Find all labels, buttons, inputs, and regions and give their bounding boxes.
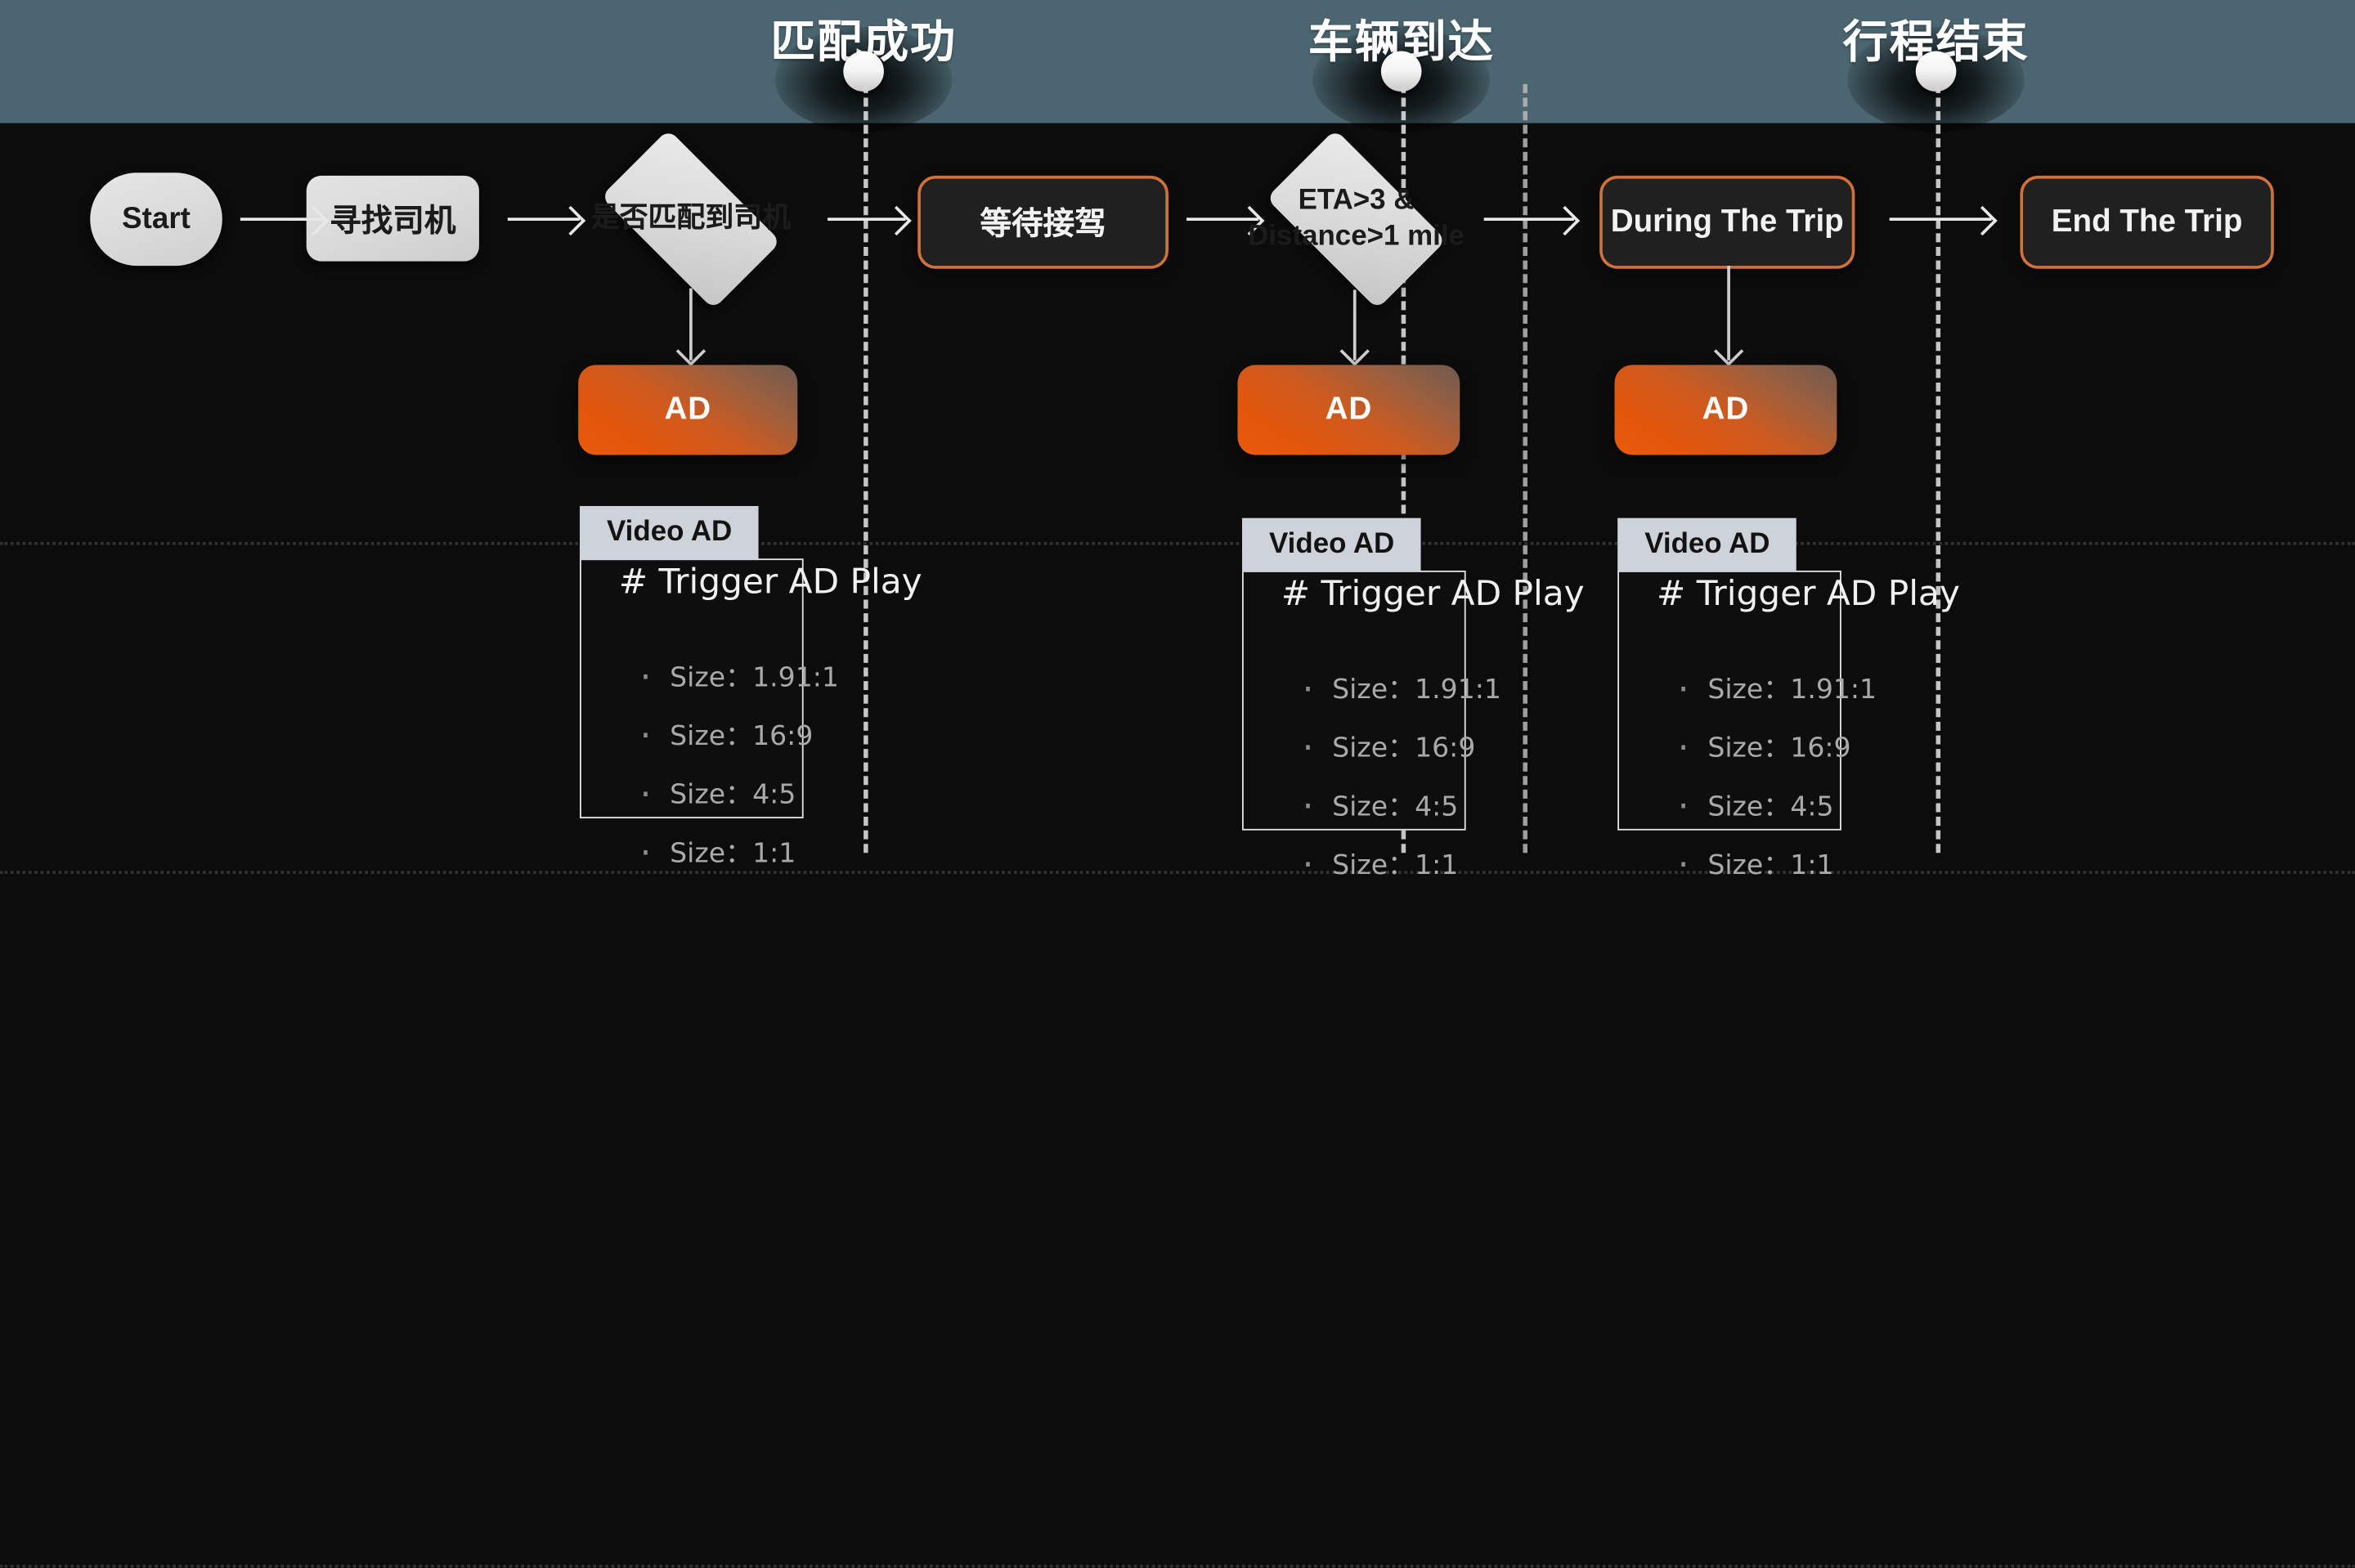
flow-node-find-driver[interactable]: 寻找司机 <box>306 175 479 262</box>
list-item: Size：1.91:1 <box>1675 671 1877 707</box>
flow-node-eta-check-label: ETA>3 & Distance>1 mile <box>1248 183 1465 256</box>
list-item: Size：4:5 <box>637 777 839 813</box>
arrow-find-driver-to-match <box>507 217 580 221</box>
list-item: Size：4:5 <box>1675 788 1877 824</box>
ad-slot-1-label: AD <box>664 392 712 427</box>
section-divider-bottom <box>0 1564 2355 1568</box>
video-ad-card-1[interactable]: Video AD # Trigger AD Play Size：1.91:1 S… <box>579 505 922 871</box>
list-item: Size：16:9 <box>1675 730 1877 766</box>
swimlane-divider-3 <box>1936 83 1941 853</box>
video-ad-card-2-size-list: Size：1.91:1 Size：16:9 Size：4:5 Size：1:1 <box>1299 671 1501 912</box>
list-item: Size：16:9 <box>1299 730 1501 766</box>
arrow-during-to-ad-3 <box>1727 266 1730 361</box>
flow-node-match-driver-label: 是否匹配到司机 <box>590 202 792 235</box>
flow-node-eta-check[interactable]: ETA>3 & Distance>1 mile <box>1245 128 1468 310</box>
arrow-match-to-ad-1 <box>689 288 693 361</box>
swimlane-divider-1 <box>864 83 868 853</box>
video-ad-card-1-title: # Trigger AD Play <box>618 562 922 603</box>
list-item: Size：1:1 <box>1675 847 1877 883</box>
arrow-wait-to-eta <box>1186 217 1259 221</box>
flow-node-find-driver-label: 寻找司机 <box>330 203 456 239</box>
swimlane-divider-2 <box>1401 83 1406 853</box>
video-ad-card-2-tab[interactable]: Video AD <box>1241 517 1422 572</box>
arrow-start-to-find-driver <box>240 217 323 221</box>
flow-node-during-trip-label: During The Trip <box>1610 204 1844 240</box>
flow-node-during-trip[interactable]: During The Trip <box>1599 175 1855 269</box>
arrow-match-to-wait <box>828 217 906 221</box>
video-ad-card-3[interactable]: Video AD # Trigger AD Play Size：1.91:1 S… <box>1617 517 1960 883</box>
list-item: Size：1:1 <box>637 835 839 871</box>
arrow-eta-to-ad-2 <box>1352 289 1357 361</box>
list-item: Size：16:9 <box>637 718 839 754</box>
section-divider-middle <box>0 871 2355 874</box>
ad-slot-3-label: AD <box>1702 392 1750 427</box>
flow-node-wait-pickup[interactable]: 等待接驾 <box>917 175 1169 269</box>
list-item: Size：1:1 <box>1299 847 1501 883</box>
flow-node-wait-pickup-label: 等待接驾 <box>980 207 1106 242</box>
flow-node-match-driver[interactable]: 是否匹配到司机 <box>578 128 804 310</box>
flow-node-end-trip-label: End The Trip <box>2051 204 2243 240</box>
flow-node-end-trip[interactable]: End The Trip <box>2020 175 2274 269</box>
list-item: Size：4:5 <box>1299 788 1501 824</box>
video-ad-card-3-title: # Trigger AD Play <box>1656 575 1960 615</box>
eta-line-2: Distance>1 mile <box>1248 221 1465 253</box>
flow-node-start-label: Start <box>122 202 191 235</box>
ad-slot-2[interactable]: AD <box>1237 365 1460 455</box>
video-ad-card-1-tab[interactable]: Video AD <box>579 505 760 561</box>
video-ad-card-2[interactable]: Video AD # Trigger AD Play Size：1.91:1 S… <box>1241 517 1585 883</box>
flow-node-start[interactable]: Start <box>90 172 222 267</box>
eta-line-1: ETA>3 & <box>1298 184 1415 216</box>
section-divider-top <box>0 542 2355 545</box>
arrow-eta-to-during-trip <box>1483 217 1574 221</box>
list-item: Size：1.91:1 <box>637 659 838 695</box>
video-ad-card-3-size-list: Size：1.91:1 Size：16:9 Size：4:5 Size：1:1 <box>1675 671 1877 912</box>
ad-slot-3[interactable]: AD <box>1614 365 1837 455</box>
diagram-canvas: 匹配成功 车辆到达 行程结束 Start 寻找司机 是否匹配到司机 等待接驾 E… <box>0 0 2355 890</box>
swimlane-divider-4 <box>1523 83 1527 853</box>
arrow-during-to-end-trip <box>1889 217 1992 221</box>
video-ad-card-1-size-list: Size：1.91:1 Size：16:9 Size：4:5 Size：1:1 <box>637 659 839 900</box>
video-ad-card-3-tab[interactable]: Video AD <box>1617 517 1797 572</box>
video-ad-card-2-title: # Trigger AD Play <box>1281 575 1585 615</box>
ad-slot-2-label: AD <box>1325 392 1373 427</box>
list-item: Size：1.91:1 <box>1299 671 1500 707</box>
ad-slot-1[interactable]: AD <box>578 365 798 455</box>
